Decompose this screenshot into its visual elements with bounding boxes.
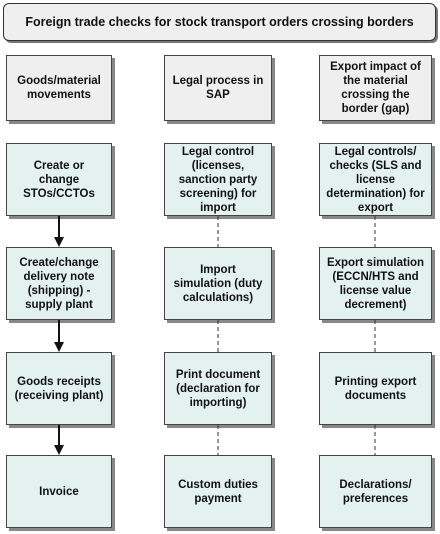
step-declarations-preferences: Declarations/ preferences — [319, 455, 432, 528]
step-legal-controls-export: Legal controls/ checks (SLS and license … — [319, 143, 432, 216]
step-export-simulation: Export simulation (ECCN/HTS and license … — [319, 247, 432, 320]
step-create-change-sto: Create or change STOs/CCTOs — [6, 143, 112, 216]
step-custom-duties-payment: Custom duties payment — [164, 455, 272, 528]
step-import-simulation: Import simulation (duty calculations) — [164, 247, 272, 320]
step-goods-receipts: Goods receipts (receiving plant) — [6, 352, 112, 425]
step-print-document: Print document (declaration for importin… — [164, 352, 272, 425]
step-printing-export-documents: Printing export documents — [319, 352, 432, 425]
column-header-legal-process: Legal process in SAP — [164, 55, 272, 121]
column-header-export-impact: Export impact of the material crossing t… — [319, 55, 432, 121]
step-legal-control-import: Legal control (licenses, sanction party … — [164, 143, 272, 216]
diagram-title: Foreign trade checks for stock transport… — [3, 3, 436, 41]
step-invoice: Invoice — [6, 455, 112, 528]
column-header-goods-movements: Goods/material movements — [6, 55, 112, 121]
step-create-delivery-note: Create/change delivery note (shipping) -… — [6, 247, 112, 320]
